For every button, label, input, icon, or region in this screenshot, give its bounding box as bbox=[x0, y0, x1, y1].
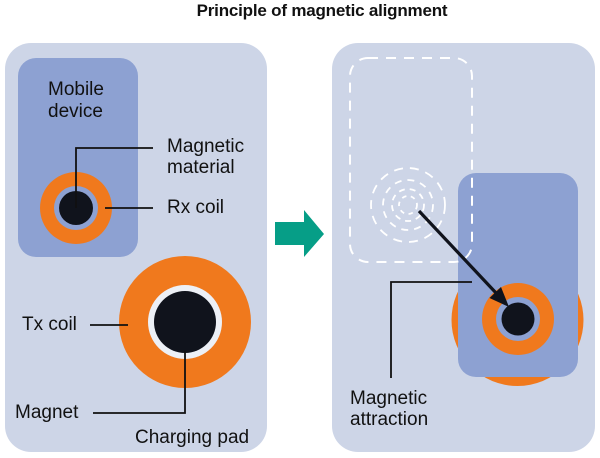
magnetic-material-label-line2: material bbox=[167, 157, 235, 178]
ghost-coil-circle-center bbox=[398, 195, 418, 215]
magnet-disc bbox=[154, 291, 216, 353]
tx-coil-label: Tx coil bbox=[22, 314, 77, 335]
right-block-arrow-shape bbox=[275, 210, 324, 257]
magnetic-material-disc-aligned bbox=[501, 302, 535, 336]
ghost-coil-circle-outer bbox=[370, 167, 446, 243]
magnetic-material-label-line1: Magnetic bbox=[167, 136, 245, 157]
rx-coil-label: Rx coil bbox=[167, 197, 225, 218]
magnetic-material-leader-line bbox=[75, 147, 153, 208]
attraction-arrow-head bbox=[489, 287, 509, 307]
magnet-leader-line bbox=[93, 351, 186, 414]
magnetic-attraction-label: Magnetic attraction bbox=[350, 388, 428, 430]
transition-arrow-icon bbox=[275, 210, 324, 257]
magnet-label: Magnet bbox=[15, 402, 79, 423]
charging-pad-label: Charging pad bbox=[135, 427, 250, 448]
ghost-device-outline bbox=[349, 57, 473, 263]
mobile-device-label-line1: Mobile bbox=[48, 79, 104, 100]
ghost-coil-circle-inner bbox=[391, 188, 425, 222]
right-panel-after-alignment: Magnetic attraction bbox=[332, 43, 595, 452]
ghost-coil-circle-middle bbox=[382, 179, 434, 231]
left-panel-graphics bbox=[18, 58, 251, 414]
magnetic-attraction-label-line1: Magnetic bbox=[350, 388, 428, 409]
left-panel-before-alignment: Mobile device Magnetic material Rx coil … bbox=[5, 43, 267, 452]
magnetic-attraction-label-line2: attraction bbox=[350, 409, 429, 430]
magnetic-attraction-leader-line bbox=[390, 281, 472, 378]
mobile-device-label-line2: device bbox=[48, 101, 103, 122]
attraction-arrow-shaft bbox=[417, 209, 499, 296]
magnetic-material-label: Magnetic material bbox=[167, 136, 244, 178]
right-panel-graphics bbox=[349, 57, 584, 386]
mobile-device-label: Mobile device bbox=[48, 79, 104, 123]
figure-title: Principle of magnetic alignment bbox=[196, 1, 448, 20]
